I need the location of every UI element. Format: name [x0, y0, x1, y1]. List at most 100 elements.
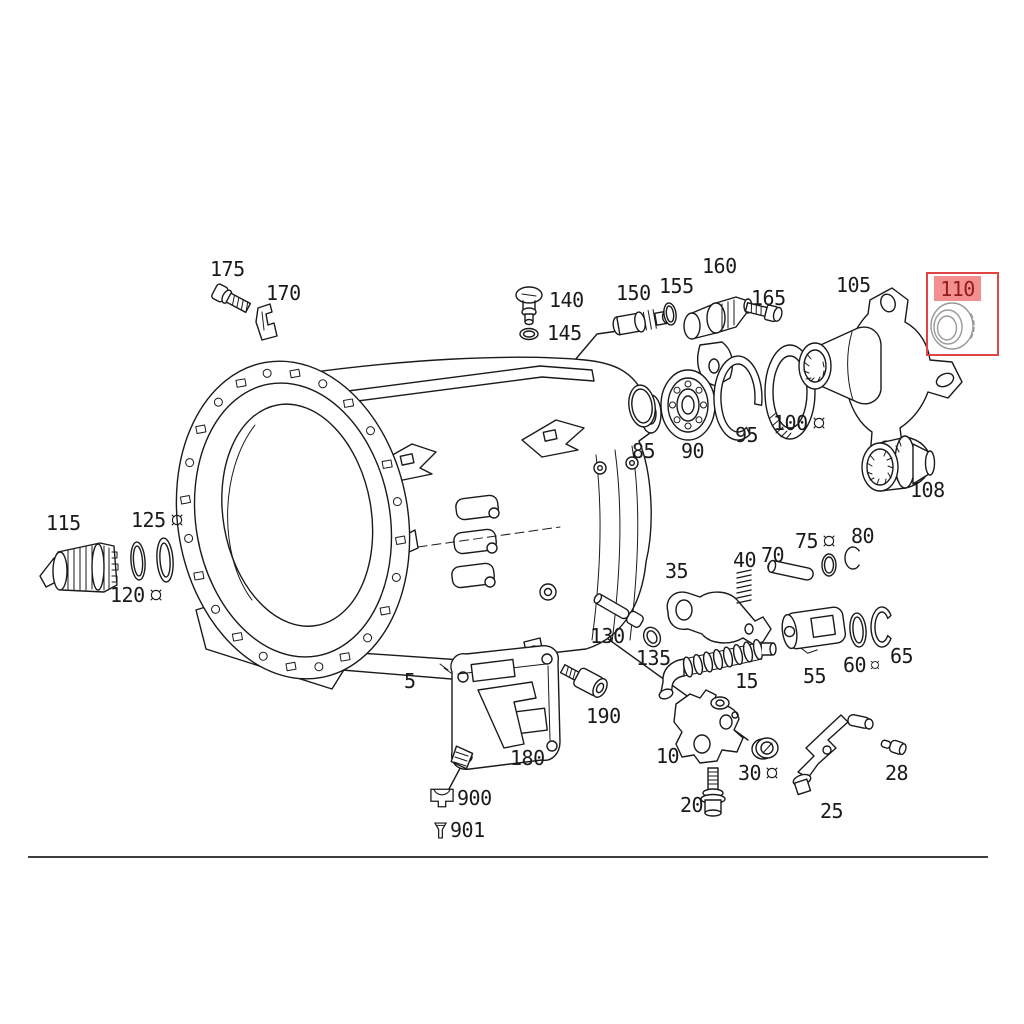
part-number-text: 180 [510, 746, 545, 770]
part-number-text: 120 [110, 583, 145, 607]
part-number-text: 900 [457, 786, 492, 810]
part-drawing-125 [156, 537, 174, 583]
part-label-10[interactable]: 10 [656, 744, 680, 768]
part-number-text: 115 [46, 511, 81, 535]
part-label-105[interactable]: 105 [836, 275, 871, 295]
part-number-text: 165 [751, 286, 786, 310]
part-number-text: 125 [131, 508, 166, 532]
part-label-30[interactable]: 30 [738, 763, 780, 783]
part-drawing-40 [736, 569, 752, 604]
part-drawing-55 [781, 606, 847, 654]
part-label-140[interactable]: 140 [549, 290, 584, 310]
part-label-135[interactable]: 135 [636, 648, 671, 668]
part-label-15[interactable]: 15 [735, 669, 759, 693]
part-number-text: 160 [702, 254, 737, 278]
part-label-65[interactable]: 65 [890, 644, 914, 668]
seal-ring-icon [870, 660, 880, 670]
part-label-125[interactable]: 125 [131, 510, 185, 530]
part-drawing-120 [130, 541, 146, 581]
part-drawing-190 [559, 664, 608, 698]
part-number-text: 108 [910, 478, 945, 502]
part-label-80[interactable]: 80 [851, 526, 875, 546]
part-label-5[interactable]: 5 [404, 671, 416, 691]
part-drawing-65 [870, 606, 892, 648]
part-label-165[interactable]: 165 [751, 288, 786, 308]
seal-ring-icon [812, 417, 825, 429]
part-label-155[interactable]: 155 [659, 276, 694, 296]
part-label-901[interactable]: 901 [434, 820, 485, 840]
part-label-115[interactable]: 115 [46, 513, 81, 533]
part-drawing-60 [849, 612, 867, 648]
part-label-175[interactable]: 175 [210, 259, 245, 279]
part-label-95[interactable]: 95 [735, 425, 759, 445]
part-drawing-110[interactable] [930, 302, 975, 350]
part-label-180[interactable]: 180 [510, 748, 545, 768]
part-number-text: 35 [665, 559, 689, 583]
bell-housing-drawing [175, 360, 411, 680]
part-number-text: 155 [659, 274, 694, 298]
part-drawing-95 [713, 355, 763, 441]
part-drawing-130 [593, 593, 644, 628]
part-drawing-135 [642, 626, 662, 648]
part-label-145[interactable]: 145 [547, 323, 582, 343]
part-drawing-28 [880, 739, 907, 756]
part-drawing-80 [844, 546, 860, 570]
part-label-28[interactable]: 28 [885, 761, 909, 785]
funnel-icon [434, 821, 447, 839]
part-drawing-155 [663, 302, 677, 326]
part-label-100[interactable]: 100 [773, 413, 827, 433]
connector-plug-icon [430, 788, 454, 808]
part-label-25[interactable]: 25 [820, 799, 844, 823]
part-label-20[interactable]: 20 [680, 795, 704, 815]
part-drawing-15 [658, 638, 777, 700]
part-number-text: 130 [590, 624, 625, 648]
part-label-190[interactable]: 190 [586, 706, 621, 726]
part-label-90[interactable]: 90 [681, 441, 705, 461]
part-number-text: 60 [843, 653, 867, 677]
part-label-40[interactable]: 40 [733, 548, 757, 572]
part-number-text: 100 [773, 411, 808, 435]
part-number-text: 140 [549, 288, 584, 312]
part-label-150[interactable]: 150 [616, 283, 651, 303]
part-number-text: 40 [733, 548, 757, 572]
seal-ring-icon [170, 514, 183, 526]
part-label-85[interactable]: 85 [632, 439, 656, 463]
part-drawing-20 [700, 767, 726, 817]
part-drawing-175 [211, 283, 252, 314]
part-number-text: 85 [632, 439, 656, 463]
part-drawing-85 [628, 384, 656, 428]
part-label-120[interactable]: 120 [110, 585, 164, 605]
part-number-text: 170 [266, 281, 301, 305]
part-label-130[interactable]: 130 [590, 626, 625, 646]
highlight-box-110[interactable] [926, 272, 999, 356]
part-drawing-150 [612, 309, 672, 336]
part-drawing-105 [798, 287, 963, 469]
part-label-70[interactable]: 70 [761, 543, 785, 567]
part-number-text: 145 [547, 321, 582, 345]
seal-ring-icon [823, 535, 835, 547]
part-number-text: 70 [761, 543, 785, 567]
part-number-text: 135 [636, 646, 671, 670]
part-label-900[interactable]: 900 [430, 788, 492, 808]
part-label-170[interactable]: 170 [266, 283, 301, 303]
part-number-text: 25 [820, 799, 844, 823]
part-number-text: 28 [885, 761, 909, 785]
part-number-text: 15 [735, 669, 759, 693]
part-number-text: 175 [210, 257, 245, 281]
seal-ring-icon [766, 767, 778, 779]
part-label-160[interactable]: 160 [702, 256, 737, 276]
part-label-75[interactable]: 75 [795, 531, 837, 551]
part-label-108[interactable]: 108 [910, 480, 945, 500]
part-label-110-highlighted[interactable]: 110 [934, 276, 981, 301]
part-number-text: 901 [450, 818, 485, 842]
part-drawing-180 [439, 645, 561, 770]
part-label-55[interactable]: 55 [803, 666, 827, 686]
part-drawing-108 [861, 435, 936, 492]
part-number-text: 65 [890, 644, 914, 668]
part-drawing-30 [751, 737, 779, 760]
part-label-60[interactable]: 60 [843, 655, 881, 675]
part-number-text: 10 [656, 744, 680, 768]
part-label-35[interactable]: 35 [665, 559, 689, 583]
